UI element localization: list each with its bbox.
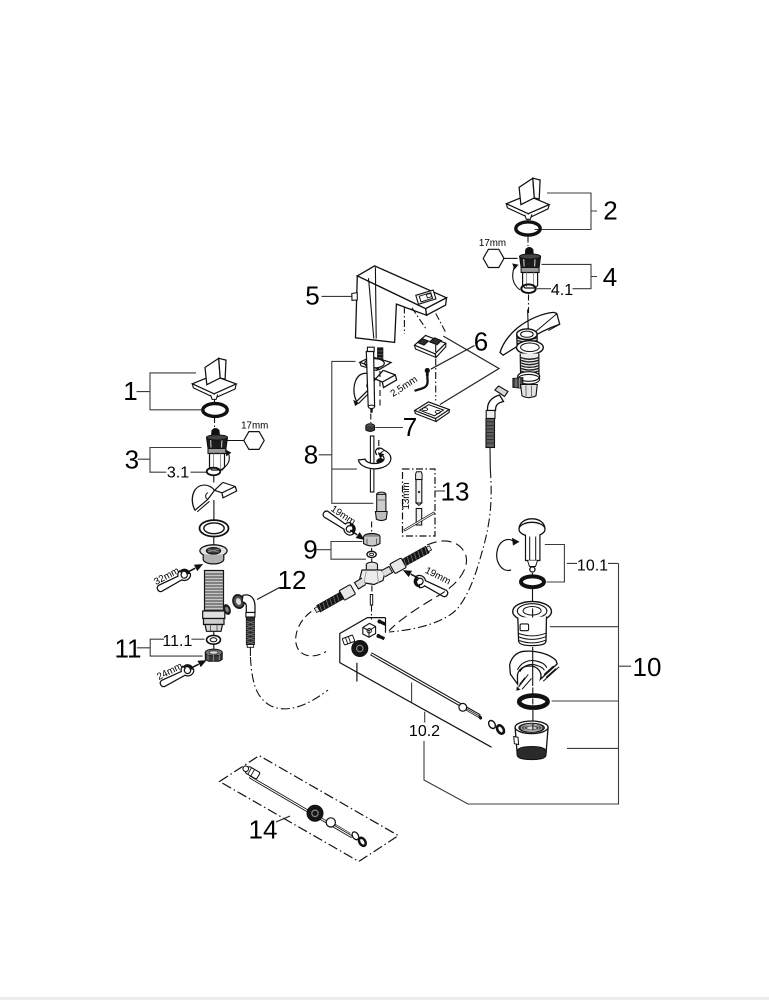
svg-text:13mm: 13mm	[401, 482, 412, 509]
svg-text:7: 7	[403, 412, 417, 442]
svg-text:3: 3	[125, 445, 139, 475]
svg-text:10.2: 10.2	[409, 723, 440, 740]
svg-text:8: 8	[304, 440, 318, 470]
svg-text:17mm: 17mm	[241, 420, 268, 431]
svg-text:4.1: 4.1	[551, 282, 573, 299]
svg-text:11: 11	[115, 634, 142, 664]
svg-text:10: 10	[633, 652, 662, 682]
svg-text:17mm: 17mm	[479, 238, 506, 249]
svg-text:11.1: 11.1	[162, 633, 192, 650]
svg-text:1: 1	[123, 376, 137, 406]
svg-text:9: 9	[303, 535, 317, 565]
svg-text:6: 6	[474, 327, 488, 357]
svg-text:13: 13	[441, 477, 470, 507]
svg-text:2: 2	[603, 196, 617, 226]
svg-text:5: 5	[305, 281, 319, 311]
svg-text:14: 14	[249, 815, 278, 845]
svg-text:12: 12	[278, 565, 307, 595]
svg-text:3.1: 3.1	[167, 465, 189, 482]
svg-text:10.1: 10.1	[577, 558, 608, 575]
svg-text:4: 4	[603, 262, 617, 292]
